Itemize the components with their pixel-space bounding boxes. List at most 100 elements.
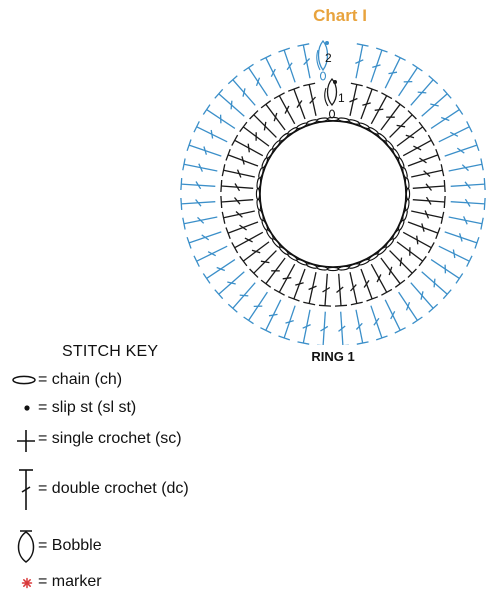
double-crochet-stitch bbox=[243, 63, 268, 97]
stitch-cross-bar bbox=[440, 116, 450, 122]
key-label-chain: = chain (ch) bbox=[38, 371, 123, 388]
stitch-top-bar bbox=[260, 327, 272, 334]
stitch-cross-bar bbox=[363, 280, 370, 288]
double-crochet-stitch bbox=[227, 75, 256, 106]
double-crochet-stitch bbox=[370, 263, 393, 296]
double-crochet-stitch bbox=[421, 271, 452, 300]
double-crochet-stitch bbox=[398, 63, 423, 97]
stitch-top-bar bbox=[318, 304, 332, 307]
stitch-top-bar bbox=[366, 86, 379, 92]
double-crochet-stitch bbox=[186, 139, 222, 157]
double-crochet-stitch bbox=[278, 305, 296, 341]
double-crochet-stitch bbox=[380, 100, 406, 131]
round-label-1: 1 bbox=[338, 91, 345, 105]
double-crochet-stitch bbox=[438, 121, 473, 143]
double-crochet-stitch bbox=[239, 241, 270, 267]
stitch-cross-bar bbox=[295, 282, 304, 286]
double-crochet-stitch bbox=[231, 231, 264, 254]
double-crochet-stitch bbox=[389, 110, 417, 138]
stitch-top-bar bbox=[435, 148, 441, 161]
chain-round-2 bbox=[319, 71, 327, 81]
stitch-cross-bar bbox=[416, 235, 419, 245]
double-crochet-stitch bbox=[444, 231, 480, 249]
bobble-round-2-inner bbox=[316, 49, 321, 71]
stitch-cross-bar bbox=[362, 102, 371, 106]
double-crochet-stitch bbox=[411, 164, 445, 178]
stitch-top-bar bbox=[273, 288, 285, 296]
stitch-top-bar bbox=[202, 104, 211, 115]
stitch-cross-bar bbox=[350, 284, 357, 292]
stitch-top-bar bbox=[366, 296, 379, 302]
stitch-top-bar bbox=[394, 279, 406, 288]
double-crochet-stitch bbox=[448, 158, 484, 172]
stitch-top-bar bbox=[220, 195, 223, 209]
stitch-cross-bar bbox=[255, 77, 261, 87]
stitch-cross-bar bbox=[195, 199, 202, 207]
stitch-cross-bar bbox=[244, 237, 253, 243]
stitch-cross-bar bbox=[268, 313, 278, 317]
stitch-top-bar bbox=[220, 179, 223, 193]
double-crochet-stitch bbox=[438, 245, 473, 267]
stitch-top-bar bbox=[466, 121, 473, 133]
double-crochet-stitch bbox=[360, 268, 379, 302]
stitch-top-bar bbox=[202, 273, 211, 284]
double-crochet-stitch bbox=[249, 250, 277, 278]
bobble-round-2 bbox=[317, 40, 329, 72]
double-crochet-stitch bbox=[225, 148, 259, 167]
double-crochet-stitch bbox=[444, 139, 480, 157]
stitch-cross-bar bbox=[458, 233, 463, 242]
single-crochet-icon bbox=[17, 430, 35, 452]
stitch-cross-bar bbox=[336, 286, 344, 294]
stitch-top-bar bbox=[394, 327, 406, 334]
slip-stitch-icon bbox=[24, 405, 30, 411]
chain-loop bbox=[306, 119, 318, 125]
stitch-top-bar bbox=[418, 121, 427, 133]
stitch-cross-bar bbox=[388, 71, 398, 75]
stitch-top-bar bbox=[193, 121, 200, 133]
double-crochet-stitch bbox=[317, 311, 329, 345]
double-crochet-stitch bbox=[396, 121, 427, 147]
chain-round-1 bbox=[328, 109, 336, 119]
stitch-cross-bar bbox=[419, 157, 427, 164]
stitch-cross-bar bbox=[355, 322, 363, 330]
stitch-top-bar bbox=[440, 211, 445, 224]
stitch-cross-bar bbox=[282, 277, 292, 280]
double-crochet-stitch bbox=[380, 257, 406, 288]
double-crochet-stitch bbox=[231, 134, 264, 157]
stitch-cross-bar bbox=[320, 325, 329, 332]
double-crochet-stitch bbox=[273, 263, 296, 296]
key-label-slip-stitch: = slip st (sl st) bbox=[38, 399, 137, 416]
stitch-cross-bar bbox=[430, 103, 439, 107]
marker-icon bbox=[21, 577, 33, 589]
double-crochet-stitch bbox=[180, 178, 216, 191]
double-crochet-stitch bbox=[260, 54, 282, 89]
stitch-cross-bar bbox=[417, 91, 427, 94]
stitch-top-bar bbox=[407, 110, 417, 120]
stitch-top-bar bbox=[180, 178, 183, 191]
double-crochet-stitch bbox=[193, 121, 228, 143]
stitch-cross-bar bbox=[372, 64, 381, 69]
stitch-top-bar bbox=[480, 158, 484, 171]
stitch-top-bar bbox=[427, 242, 435, 254]
stitch-cross-bar bbox=[236, 169, 242, 178]
stitch-cross-bar bbox=[374, 108, 384, 111]
stitch-cross-bar bbox=[230, 100, 233, 110]
stitch-cross-bar bbox=[420, 291, 424, 300]
stitch-cross-bar bbox=[270, 68, 276, 78]
stitch-key-title: STITCH KEY bbox=[62, 343, 159, 360]
double-crochet-stitch bbox=[389, 250, 417, 278]
stitch-top-bar bbox=[225, 227, 231, 240]
stitch-top-bar bbox=[243, 63, 254, 72]
double-crochet-stitch bbox=[303, 82, 317, 116]
chain-loop bbox=[405, 188, 411, 200]
double-crochet-stitch bbox=[355, 309, 369, 345]
stitch-cross-bar bbox=[273, 112, 278, 122]
double-crochet-stitch bbox=[450, 178, 486, 191]
stitch-top-bar bbox=[239, 121, 248, 133]
stitch-top-bar bbox=[303, 82, 316, 87]
stitch-cross-bar bbox=[424, 210, 430, 219]
stitch-cross-bar bbox=[423, 170, 431, 177]
stitch-top-bar bbox=[278, 335, 291, 341]
stitch-top-bar bbox=[474, 139, 480, 152]
round-start-column bbox=[316, 40, 338, 119]
